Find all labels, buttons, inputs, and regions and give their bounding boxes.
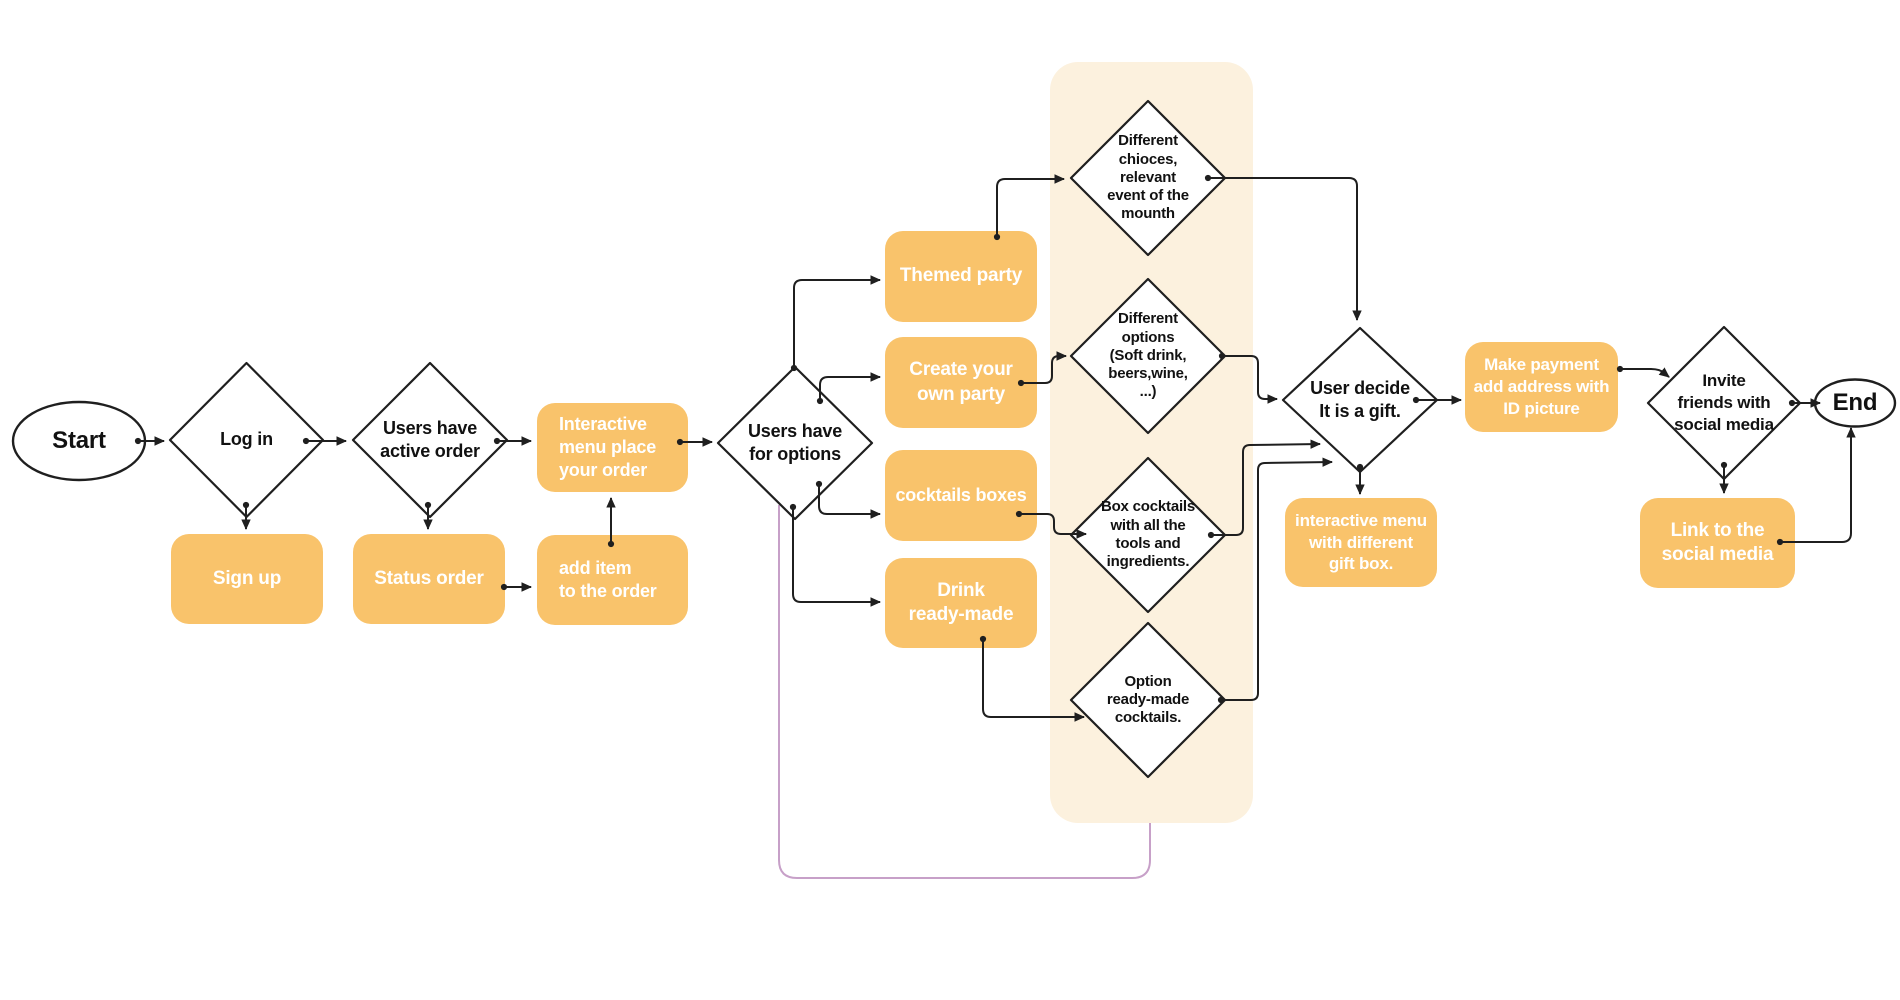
node-shape-sign-up — [171, 534, 323, 624]
group-panel — [1050, 62, 1253, 823]
node-shape-different-options — [1069, 277, 1227, 435]
node-shape-make-payment — [1465, 342, 1618, 432]
edge-chioces-userdecide — [1204, 174, 1362, 321]
node-shape-different-chioces — [1069, 99, 1227, 257]
node-shape-users-have-for-options — [716, 365, 874, 521]
node-shape-drink-ready-made — [885, 558, 1037, 648]
node-shape-invite-friends — [1646, 325, 1802, 481]
node-shape-log-in — [168, 361, 325, 519]
edge-createparty-differentoptions — [1017, 351, 1067, 387]
edge-options-drinkreadymade — [789, 503, 881, 607]
node-shape-end — [1813, 378, 1897, 428]
node-shape-option-ready-made — [1069, 621, 1227, 779]
edge-options-loop — [778, 505, 1151, 879]
edge-linksocial-end — [1776, 427, 1856, 546]
edge-differentoptions-userdecide — [1218, 352, 1278, 404]
node-shape-interactive-menu — [537, 403, 688, 492]
node-shape-users-have-active-order — [351, 361, 509, 519]
node-shape-add-item — [537, 535, 688, 625]
node-shape-interactive-menu-gift-box — [1285, 498, 1437, 587]
edge-makepayment-invitefriends — [1616, 365, 1670, 378]
edge-themedparty-chioces — [993, 174, 1065, 241]
node-shape-start — [11, 400, 147, 482]
edge-options-themedparty — [790, 275, 881, 372]
edge-optionreadymade-userdecide — [1217, 457, 1333, 704]
node-shape-create-your-own-party — [885, 337, 1037, 428]
edge-drinkreadymade-optionreadymade — [979, 635, 1085, 722]
edge-options-cocktailsboxes — [815, 480, 881, 519]
edge-cocktailsboxes-boxcocktails — [1015, 510, 1087, 539]
node-shape-link-to-social-media — [1640, 498, 1795, 588]
node-shape-user-decide-gift — [1281, 326, 1439, 474]
node-shape-cocktails-boxes — [885, 450, 1037, 541]
node-shape-themed-party — [885, 231, 1037, 322]
edge-options-createparty — [816, 372, 881, 405]
node-shape-box-cocktails — [1069, 456, 1227, 614]
node-shape-status-order — [353, 534, 505, 624]
